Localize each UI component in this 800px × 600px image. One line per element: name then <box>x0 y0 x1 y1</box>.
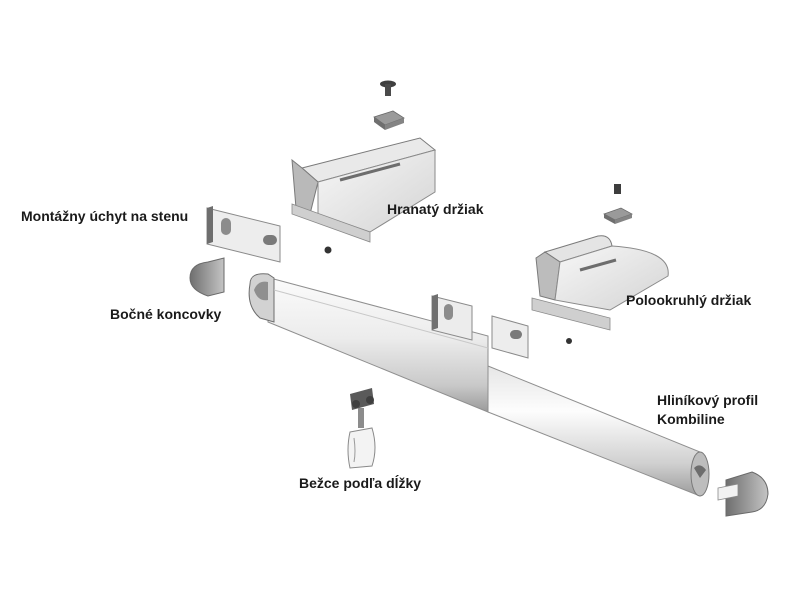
label-wall-bracket: Montážny úchyt na stenu <box>21 208 189 224</box>
aluminium-profile-right <box>487 365 710 497</box>
wall-mounting-bracket-middle <box>431 294 572 359</box>
label-end-caps: Bočné koncovky <box>110 306 222 322</box>
label-semicircular-holder: Polookruhlý držiak <box>626 292 752 308</box>
label-runners: Bežce podľa dĺžky <box>299 475 422 491</box>
screw-semicircular-holder <box>614 184 621 194</box>
wall-mounting-bracket <box>206 206 281 263</box>
label-aluminium-profile-line2: Kombiline <box>657 411 725 427</box>
semicircular-holder <box>531 235 669 331</box>
end-cap-left <box>189 257 225 297</box>
runner-glider <box>347 388 376 469</box>
screw-square-holder <box>380 80 396 96</box>
label-aluminium-profile-line1: Hliníkový profil <box>657 392 759 408</box>
label-square-holder: Hranatý držiak <box>387 201 484 217</box>
nut-semicircular-holder <box>603 207 633 224</box>
end-cap-right <box>717 471 769 517</box>
square-holder <box>291 137 437 254</box>
nut-square-holder <box>373 110 405 130</box>
label-aluminium-profile: Hliníkový profil Kombiline <box>657 391 758 429</box>
